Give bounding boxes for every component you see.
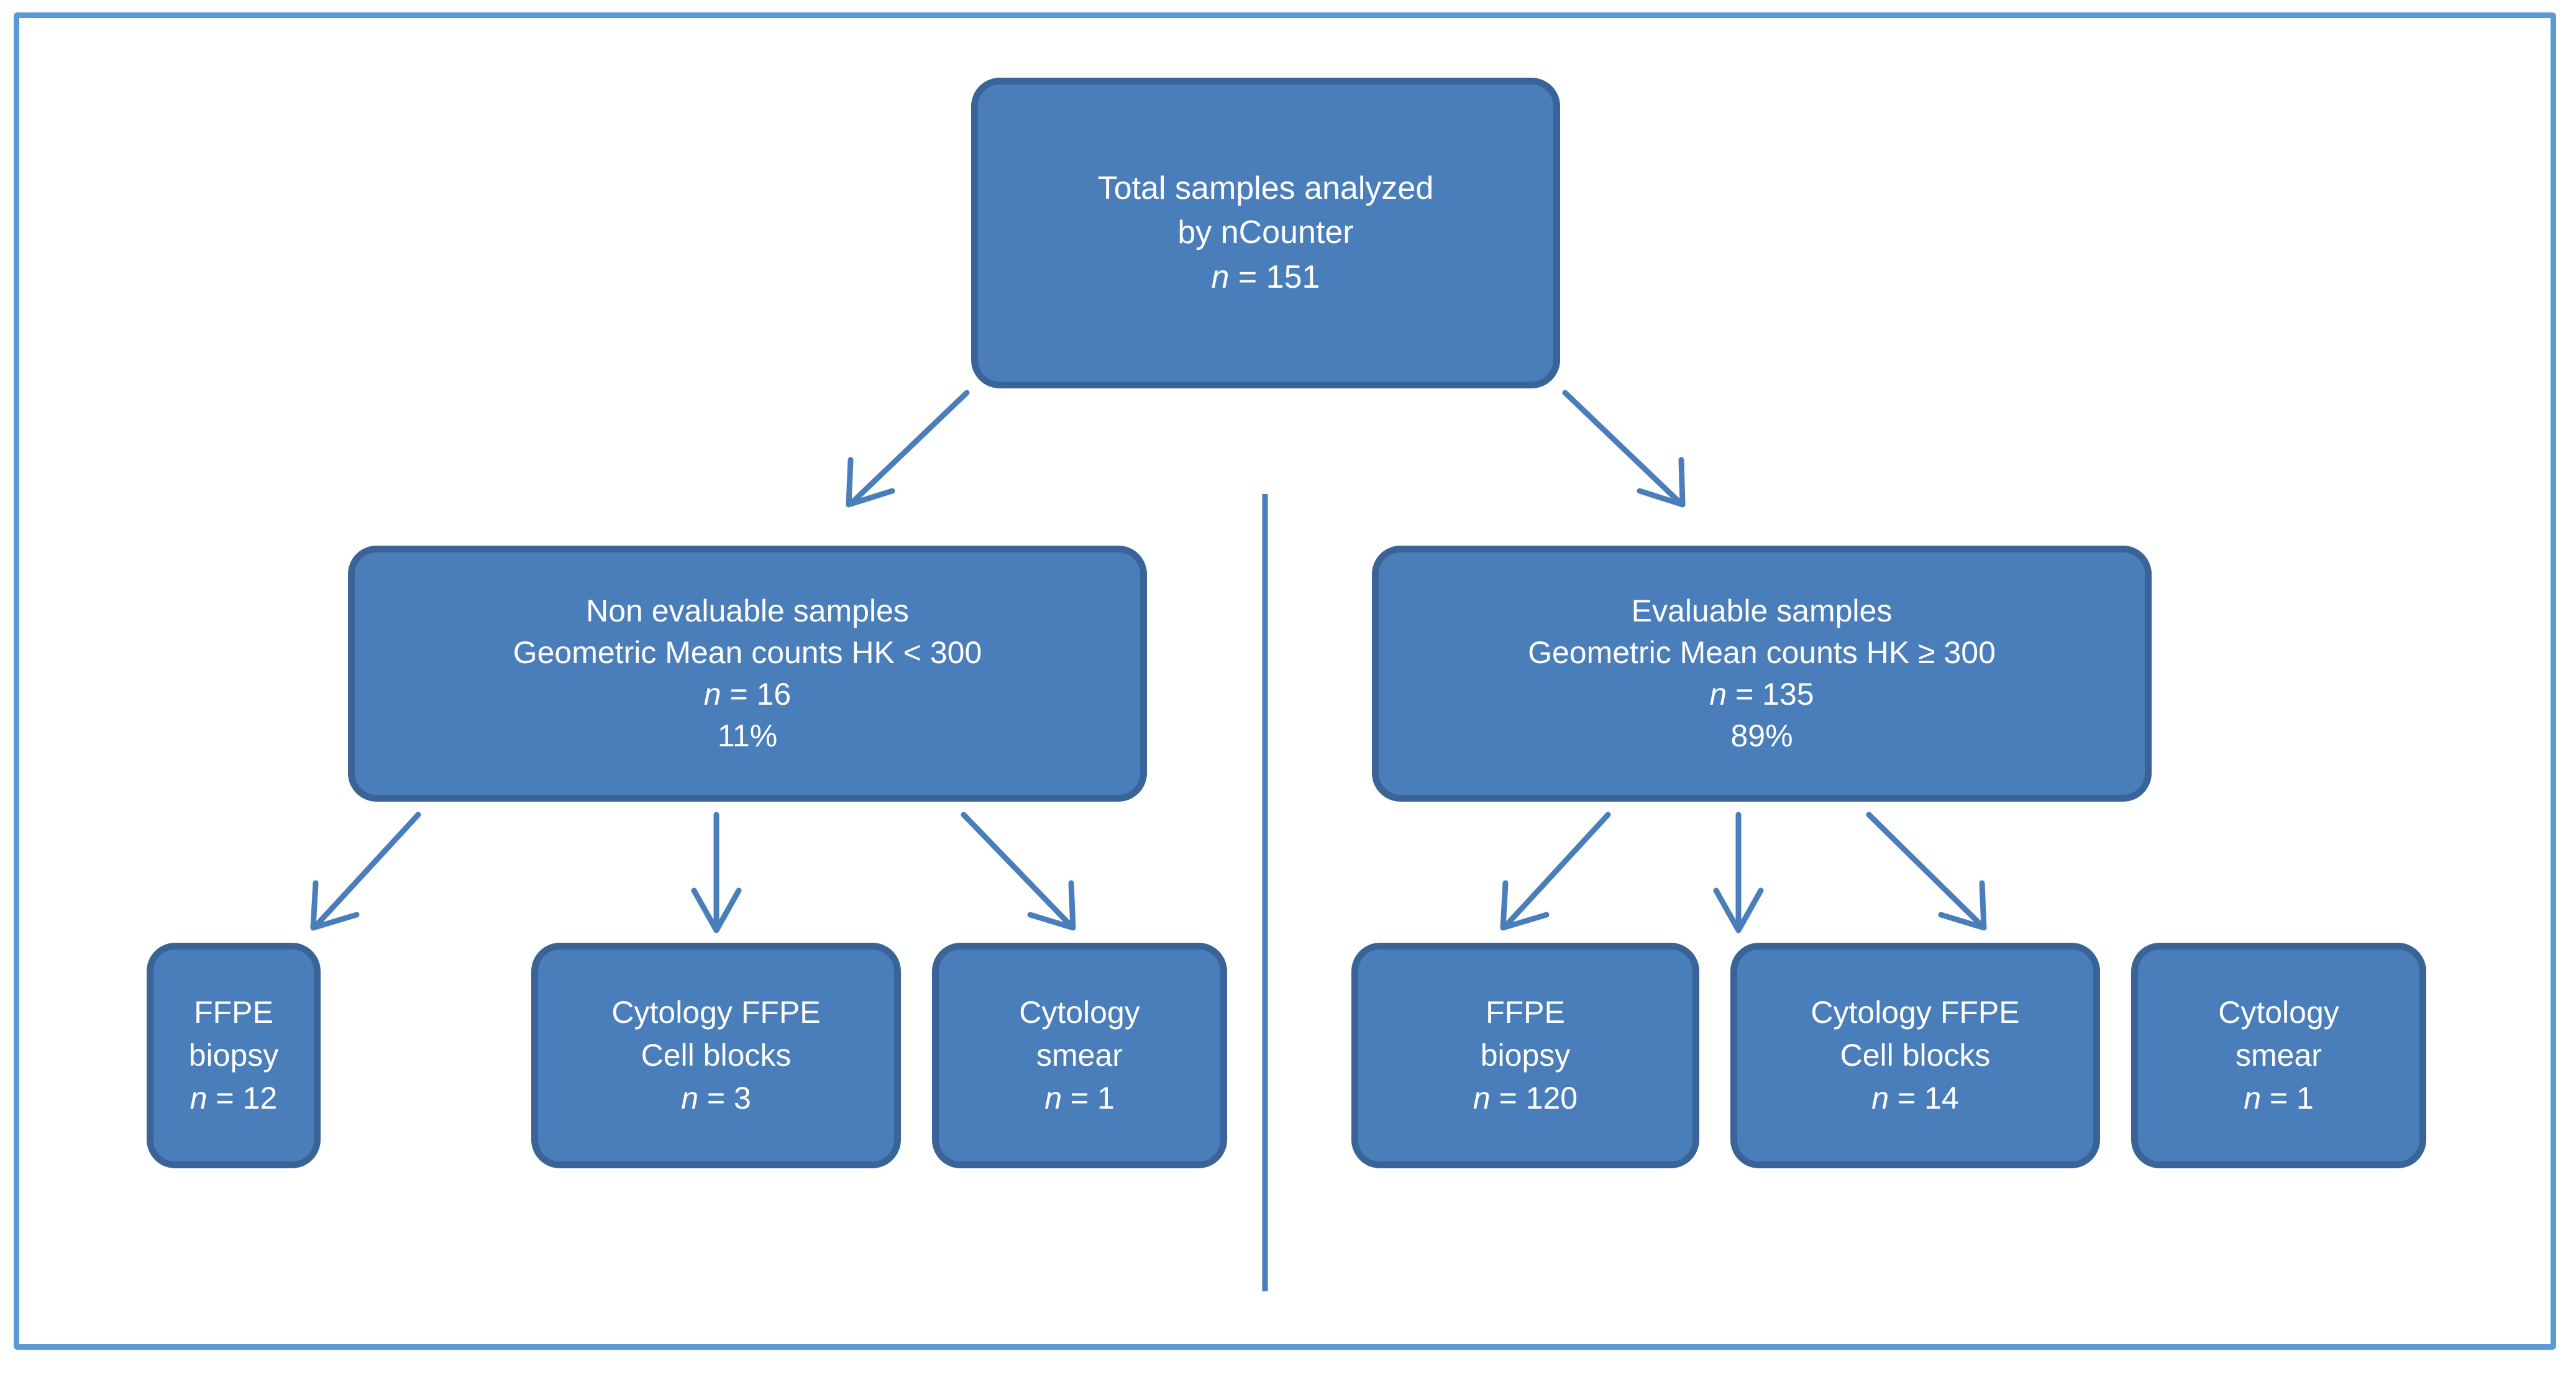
n-symbol: n bbox=[1211, 259, 1230, 295]
node-evaluable-line1: Evaluable samples bbox=[1631, 593, 1893, 628]
node-evaluable-cytology-ffpe-cell-blocks[interactable]: Cytology FFPE Cell blocks n = 14 bbox=[1730, 943, 2100, 1168]
n-symbol: n bbox=[1473, 1081, 1491, 1115]
leaf-count: n = 12 bbox=[190, 1077, 277, 1120]
n-value: = 135 bbox=[1727, 677, 1814, 712]
leaf-count: n = 1 bbox=[2244, 1077, 2314, 1120]
n-value: = 1 bbox=[1062, 1081, 1115, 1115]
node-evaluable-line2: Geometric Mean counts HK ≥ 300 bbox=[1528, 635, 1996, 670]
n-symbol: n bbox=[1871, 1081, 1889, 1115]
n-symbol: n bbox=[1709, 677, 1727, 712]
node-total-samples-count: n = 151 bbox=[1212, 255, 1320, 300]
leaf-line2: smear bbox=[1036, 1038, 1123, 1073]
node-non-evaluable-count: n = 16 bbox=[704, 674, 791, 715]
leaf-count: n = 3 bbox=[681, 1077, 751, 1120]
leaf-line1: Cytology FFPE bbox=[611, 995, 821, 1030]
leaf-count: n = 120 bbox=[1473, 1077, 1578, 1120]
n-symbol: n bbox=[1044, 1081, 1062, 1115]
node-evaluable-samples[interactable]: Evaluable samples Geometric Mean counts … bbox=[1372, 546, 2152, 802]
leaf-count: n = 1 bbox=[1044, 1077, 1115, 1120]
leaf-line2: biopsy bbox=[188, 1038, 279, 1073]
figure-border-frame bbox=[14, 12, 2556, 1350]
leaf-line2: Cell blocks bbox=[1840, 1038, 1991, 1073]
n-value: = 151 bbox=[1229, 259, 1320, 295]
leaf-line2: smear bbox=[2236, 1038, 2322, 1073]
leaf-count: n = 14 bbox=[1871, 1077, 1958, 1120]
node-total-samples-line2: by nCounter bbox=[1177, 214, 1354, 251]
n-symbol: n bbox=[2244, 1081, 2261, 1115]
node-non-evaluable-line1: Non evaluable samples bbox=[586, 593, 909, 628]
n-value: = 14 bbox=[1889, 1081, 1959, 1115]
n-symbol: n bbox=[190, 1081, 208, 1115]
leaf-line1: FFPE bbox=[194, 995, 273, 1030]
leaf-line1: Cytology FFPE bbox=[1811, 995, 2020, 1030]
node-evaluable-ffpe-biopsy[interactable]: FFPE biopsy n = 120 bbox=[1351, 943, 1699, 1168]
n-symbol: n bbox=[703, 677, 721, 712]
n-value: = 16 bbox=[721, 677, 792, 712]
leaf-line2: Cell blocks bbox=[641, 1038, 792, 1073]
node-non-evaluable-ffpe-biopsy[interactable]: FFPE biopsy n = 12 bbox=[147, 943, 321, 1168]
node-total-samples-line1: Total samples analyzed bbox=[1097, 170, 1434, 206]
leaf-line1: FFPE bbox=[1486, 995, 1565, 1030]
n-value: = 120 bbox=[1490, 1081, 1578, 1115]
n-symbol: n bbox=[681, 1081, 698, 1115]
node-evaluable-count: n = 135 bbox=[1709, 674, 1814, 715]
node-non-evaluable-line2: Geometric Mean counts HK < 300 bbox=[513, 635, 982, 670]
node-evaluable-percent: 89% bbox=[1730, 718, 1793, 753]
node-evaluable-cytology-smear[interactable]: Cytology smear n = 1 bbox=[2131, 943, 2426, 1168]
n-value: = 1 bbox=[2261, 1081, 2314, 1115]
leaf-line1: Cytology bbox=[1019, 995, 1140, 1030]
node-non-evaluable-cytology-smear[interactable]: Cytology smear n = 1 bbox=[932, 943, 1227, 1168]
node-total-samples[interactable]: Total samples analyzed by nCounter n = 1… bbox=[971, 78, 1560, 388]
n-value: = 12 bbox=[207, 1081, 278, 1115]
node-non-evaluable-percent: 11% bbox=[717, 718, 778, 753]
leaf-line1: Cytology bbox=[2218, 995, 2339, 1030]
node-non-evaluable-samples[interactable]: Non evaluable samples Geometric Mean cou… bbox=[348, 546, 1147, 802]
leaf-line2: biopsy bbox=[1480, 1038, 1571, 1073]
node-non-evaluable-cytology-ffpe-cell-blocks[interactable]: Cytology FFPE Cell blocks n = 3 bbox=[531, 943, 901, 1168]
n-value: = 3 bbox=[698, 1081, 751, 1115]
